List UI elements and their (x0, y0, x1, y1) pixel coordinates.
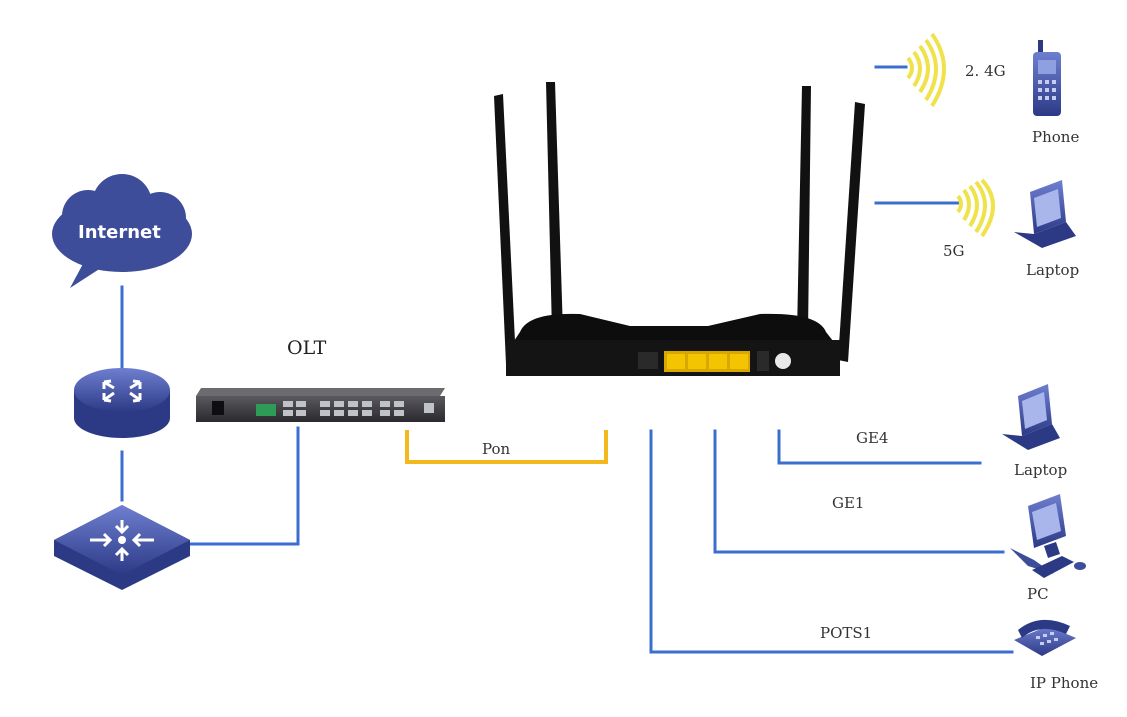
internet-cloud-icon (52, 174, 192, 288)
router-antenna-outer-right (838, 102, 865, 362)
laptop-wifi-icon (1014, 180, 1076, 248)
mobile-phone-icon (1033, 40, 1061, 116)
link-pon (405, 430, 608, 464)
connection-lines (120, 65, 1014, 654)
phone-label: Phone (1032, 128, 1080, 146)
olt-device-icon (196, 388, 445, 422)
wifi-5-label: 5G (943, 242, 965, 260)
desktop-pc-icon (1010, 494, 1086, 578)
pon-label: Pon (482, 440, 511, 458)
ont-router-icon (494, 82, 865, 376)
wifi-signal-24-icon (906, 32, 946, 108)
laptop-wired-label: Laptop (1014, 461, 1068, 479)
wifi-signal-5-icon (956, 178, 995, 238)
wifi-24-label: 2. 4G (965, 62, 1006, 80)
ip-phone-icon (1014, 619, 1076, 656)
ip-phone-label: IP Phone (1030, 674, 1099, 692)
router-antenna-inner-left (546, 82, 563, 332)
link-pots1 (649, 429, 1014, 654)
internet-label: Internet (78, 222, 161, 243)
pots1-label: POTS1 (820, 624, 873, 642)
router-antenna-outer-left (494, 94, 516, 364)
ge4-label: GE4 (856, 429, 889, 447)
router-lan-ports (664, 351, 750, 372)
link-switch-olt (188, 426, 300, 546)
layer3-switch-icon (54, 505, 190, 590)
pc-label: PC (1027, 585, 1049, 603)
ge1-label: GE1 (832, 494, 865, 512)
laptop-wired-icon (1002, 384, 1060, 450)
link-ge1 (713, 429, 1005, 554)
router-antenna-inner-right (797, 86, 811, 334)
laptop-wifi-label: Laptop (1026, 261, 1080, 279)
olt-label: OLT (287, 337, 327, 359)
link-ge4 (777, 429, 982, 465)
core-router-icon (74, 368, 170, 438)
